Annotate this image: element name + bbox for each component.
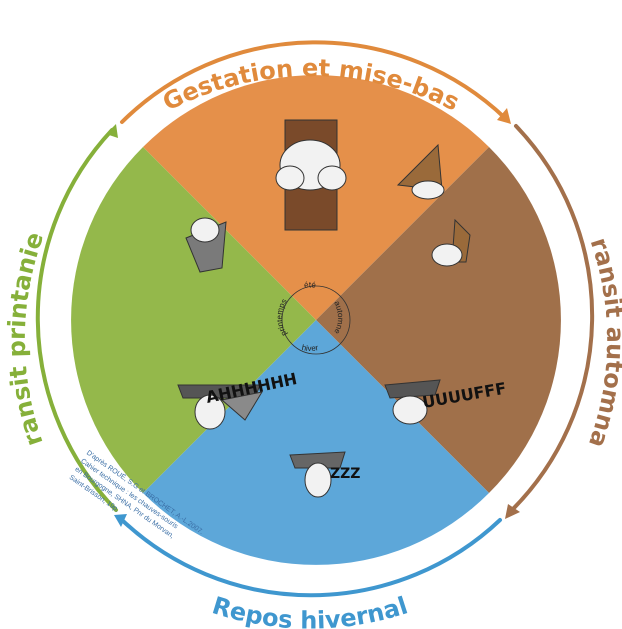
arrow-gestation [120, 40, 507, 124]
season-autumn: automne [332, 300, 345, 336]
illustrations [177, 119, 471, 498]
hibernating-bat-illustration [289, 451, 346, 498]
quadrant-repos-hivernal [143, 320, 489, 565]
flying-bat-spring-illustration [185, 217, 227, 273]
arrow-transit-automnal [508, 124, 595, 514]
arrow-repos-hivernal [120, 518, 502, 598]
season-winter: hiver [301, 343, 319, 353]
cave-bat-spring-illustration [177, 384, 264, 430]
tree-roost-illustration [275, 119, 347, 231]
arrow-head-transit-automnal [505, 504, 520, 519]
cycle-wheel [71, 75, 561, 565]
cave-bat-autumn-illustration [384, 379, 441, 425]
arrow-head-transit-printanier [106, 124, 118, 138]
flying-bat-summer-illustration [396, 143, 445, 200]
quadrant-transit-automnal [316, 147, 561, 493]
snore-text-winter: ZZZ [330, 466, 360, 482]
arrow-head-repos-hivernal [114, 514, 127, 527]
arrow-transit-printanier [35, 128, 118, 512]
arrow-head-gestation [497, 108, 511, 124]
hanging-bat-autumn-illustration [431, 218, 471, 267]
cycle-arrows [35, 40, 595, 598]
season-circle [281, 285, 351, 355]
season-summer: été [304, 280, 317, 290]
label-transit-printanier: Transit printanier [0, 0, 49, 450]
quadrant-transit-printanier [71, 147, 316, 493]
